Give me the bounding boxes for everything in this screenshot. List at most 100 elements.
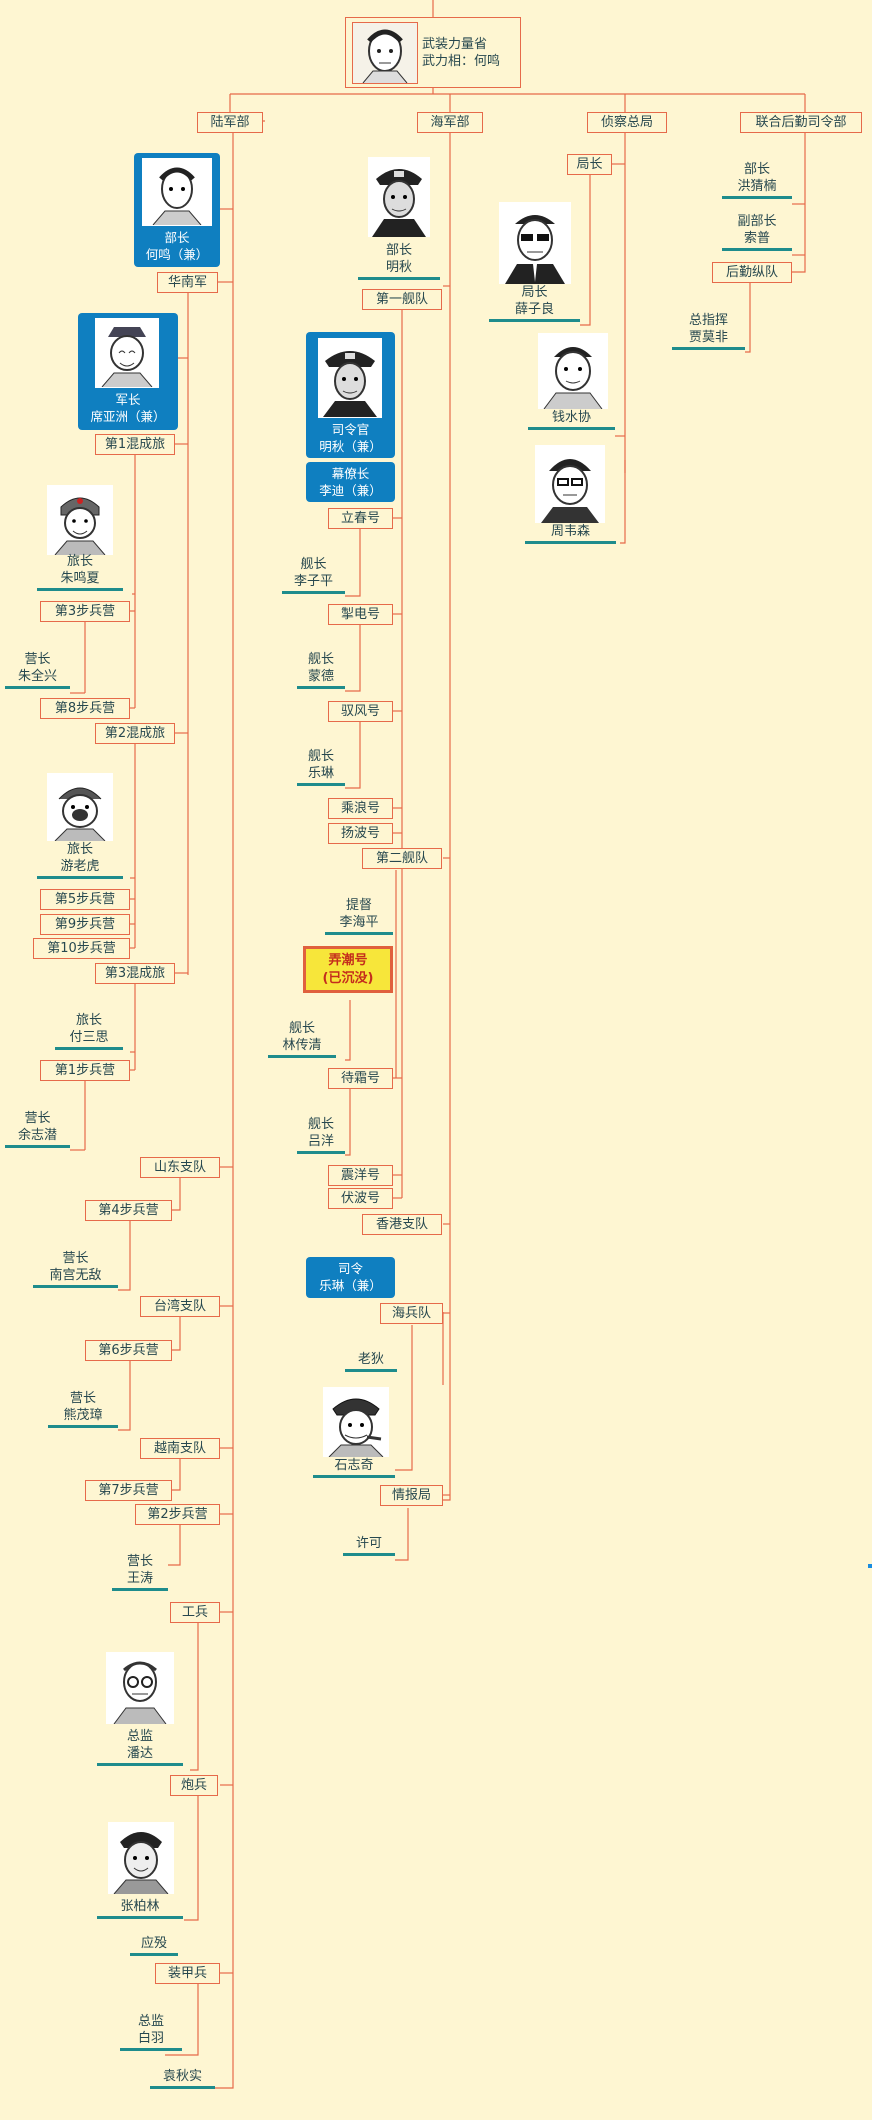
label-yufeng-captain: 舰长乐琳: [297, 748, 345, 786]
label-intel-person2: 钱水协: [528, 409, 615, 430]
label-brigade3-commander: 旅长付三思: [55, 1012, 123, 1050]
label-bat4-commander: 营长南宫无敌: [33, 1250, 118, 1288]
portrait-icon: [106, 1652, 174, 1724]
node-intel-chief[interactable]: 局长: [567, 154, 612, 175]
title: 军长: [115, 392, 141, 407]
node-artillery[interactable]: 炮兵: [170, 1775, 218, 1796]
portrait-icon: [499, 202, 571, 284]
label-brigade2-commander: 旅长游老虎: [37, 841, 123, 879]
label-logistics-minister: 部长洪猜楠: [722, 161, 792, 199]
node-zhenyang[interactable]: 震洋号: [328, 1165, 393, 1186]
label-artillery-person: 张柏林: [97, 1898, 183, 1919]
edge-marker: [868, 1564, 872, 1568]
chief-of-staff-card[interactable]: 幕僚长 李迪（兼）: [306, 462, 395, 502]
node-bat6[interactable]: 第6步兵营: [85, 1340, 172, 1361]
label-brigade1-commander: 旅长朱鸣夏: [37, 553, 123, 591]
name: 乐琳（兼）: [319, 1278, 382, 1293]
label-lichun-captain: 舰长李子平: [282, 556, 345, 594]
army-commander-card[interactable]: 军长 席亚洲（兼）: [78, 313, 178, 430]
portrait-icon: [47, 485, 113, 555]
node-bat5[interactable]: 第5步兵营: [40, 889, 130, 910]
label-marine2: 石志奇: [313, 1457, 395, 1478]
node-bat7[interactable]: 第7步兵营: [85, 1480, 172, 1501]
node-bat8[interactable]: 第8步兵营: [40, 698, 130, 719]
node-mixed1[interactable]: 第1混成旅: [95, 434, 175, 455]
node-fubo[interactable]: 伏波号: [328, 1188, 393, 1209]
node-marines[interactable]: 海兵队: [380, 1303, 443, 1324]
node-intel-office[interactable]: 情报局: [380, 1485, 443, 1506]
label-armor-inspector: 总监白羽: [120, 2013, 182, 2051]
node-mixed2[interactable]: 第2混成旅: [95, 723, 175, 744]
label-armor-person2: 袁秋实: [150, 2068, 215, 2089]
label-logistics-deputy: 副部长索普: [722, 213, 792, 251]
label-bat3-commander: 营长朱全兴: [5, 651, 70, 689]
label-bat1-commander: 营长余志潜: [5, 1110, 70, 1148]
node-bat2[interactable]: 第2步兵营: [135, 1504, 220, 1525]
army-minister-card[interactable]: 部长 何鸣（兼）: [134, 153, 220, 267]
label-artillery-person2: 应殁: [130, 1935, 178, 1956]
portrait-icon: [47, 773, 113, 841]
title: 部长: [164, 230, 190, 245]
node-engineers[interactable]: 工兵: [170, 1602, 220, 1623]
dept-logistics[interactable]: 联合后勤司令部: [740, 112, 862, 133]
node-armor[interactable]: 装甲兵: [155, 1963, 220, 1984]
node-vietnam[interactable]: 越南支队: [140, 1438, 220, 1459]
root-node[interactable]: 武装力量省 武力相：何鸣: [345, 17, 521, 88]
label-bat2-commander: 营长王涛: [112, 1553, 168, 1591]
node-taiwan[interactable]: 台湾支队: [140, 1296, 220, 1317]
label-nongchao-captain: 舰长林传清: [268, 1020, 336, 1058]
portrait-icon: [142, 158, 212, 226]
dept-intel[interactable]: 侦察总局: [587, 112, 667, 133]
name: 明秋（兼）: [319, 439, 382, 454]
label-intel-chief: 局长薛子良: [489, 284, 580, 322]
node-lichun[interactable]: 立春号: [328, 508, 393, 529]
node-logistics-corps[interactable]: 后勤纵队: [712, 262, 792, 283]
node-mixed3[interactable]: 第3混成旅: [95, 963, 175, 984]
dept-army[interactable]: 陆军部: [197, 112, 263, 133]
node-huanan[interactable]: 华南军: [157, 272, 218, 293]
portrait-icon: [108, 1822, 174, 1894]
label-chedian-captain: 舰长蒙德: [297, 651, 345, 689]
hk-commander-card[interactable]: 司令 乐琳（兼）: [306, 1257, 395, 1298]
node-bat1[interactable]: 第1步兵营: [40, 1060, 130, 1081]
node-shandong[interactable]: 山东支队: [140, 1157, 220, 1178]
title: 司令: [337, 1261, 363, 1276]
label-navy-minister: 部长明秋: [358, 242, 440, 280]
portrait-icon: [535, 445, 605, 523]
node-yufeng[interactable]: 驭风号: [328, 701, 393, 722]
label-bat6-commander: 营长熊茂璋: [48, 1390, 118, 1428]
label-daishuang-captain: 舰长吕洋: [297, 1116, 345, 1154]
label-engineer-inspector: 总监潘达: [97, 1728, 183, 1766]
portrait-icon: [538, 333, 608, 409]
node-chenglang[interactable]: 乘浪号: [328, 798, 393, 819]
node-chedian[interactable]: 掣电号: [328, 604, 393, 625]
node-yangbo[interactable]: 扬波号: [328, 823, 393, 844]
label-logistics-commander: 总指挥贾莫非: [672, 312, 745, 350]
node-fleet2[interactable]: 第二舰队: [362, 848, 442, 869]
label-intel-person: 许可: [343, 1535, 395, 1556]
label-marine1: 老狄: [345, 1351, 397, 1372]
node-hk[interactable]: 香港支队: [362, 1214, 442, 1235]
node-bat4[interactable]: 第4步兵营: [85, 1200, 172, 1221]
node-nongchao-sunk[interactable]: 弄潮号 (已沉没): [303, 946, 393, 993]
portrait-icon: [318, 338, 382, 418]
fleet1-commander-card[interactable]: 司令官 明秋（兼）: [306, 332, 395, 458]
node-fleet1[interactable]: 第一舰队: [362, 289, 442, 310]
dept-navy[interactable]: 海军部: [417, 112, 483, 133]
minister-portrait-icon: [352, 22, 418, 84]
name: 席亚洲（兼）: [90, 409, 166, 424]
node-bat10[interactable]: 第10步兵营: [33, 938, 130, 959]
node-bat3[interactable]: 第3步兵营: [40, 601, 130, 622]
portrait-icon: [323, 1387, 389, 1457]
node-daishuang[interactable]: 待霜号: [328, 1068, 393, 1089]
label-intel-person3: 周韦森: [525, 523, 616, 544]
portrait-icon: [95, 318, 159, 388]
root-title: 武装力量省 武力相：何鸣: [422, 37, 501, 69]
label-fleet2-admiral: 提督李海平: [325, 897, 393, 935]
portrait-icon: [368, 157, 430, 237]
name: 李迪（兼）: [319, 483, 382, 498]
node-bat9[interactable]: 第9步兵营: [40, 914, 130, 935]
title: 司令官: [331, 422, 370, 437]
title: 幕僚长: [331, 466, 370, 481]
name: 何鸣（兼）: [145, 247, 209, 262]
